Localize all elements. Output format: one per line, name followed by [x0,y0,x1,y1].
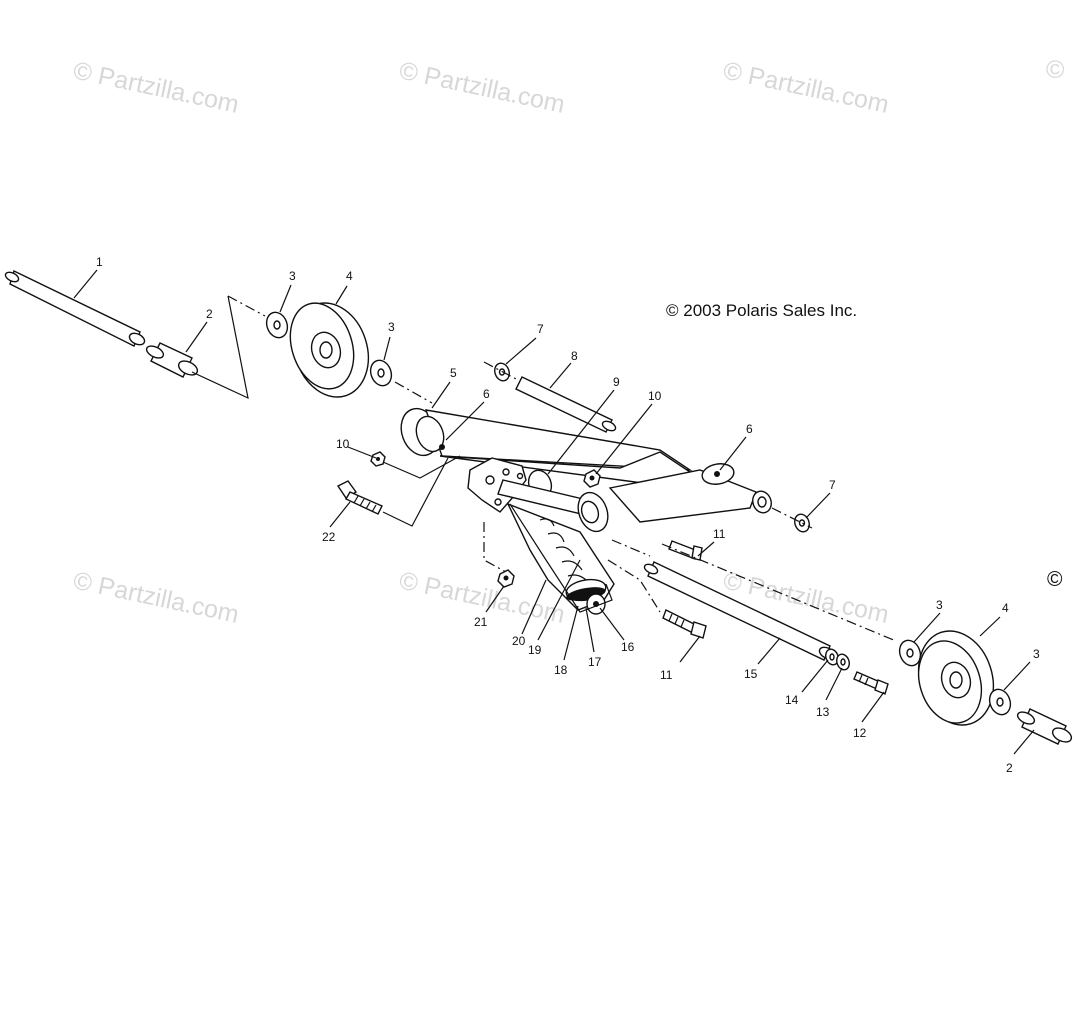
callout-label: 22 [322,530,336,544]
nut-part-10-left [370,451,386,467]
leader-lines [73,269,1035,755]
washer-part-3-lower-b [988,688,1012,716]
bracket-line [191,295,249,400]
axis-line [483,522,507,573]
callout-label: 18 [554,663,568,677]
callout-label: 17 [588,655,602,669]
callout-label: 4 [346,269,353,283]
callout-label: 6 [746,422,753,436]
watermark: © Partzilla.com [71,56,242,118]
callout-label: 10 [336,437,350,451]
callout-label: 12 [853,726,867,740]
washer-part-3-upper-a [265,311,289,339]
spacer-part-2-upper [145,342,199,378]
shock-absorber-bellows [506,502,615,615]
nut-part-10-center [583,469,601,488]
copyright-notice: © 2003 Polaris Sales Inc. [666,301,857,320]
callout-label: 2 [1006,761,1013,775]
callout-label: 8 [571,349,578,363]
leader-bracket [382,455,461,479]
axis-line [227,295,266,317]
axis-line [611,539,651,557]
axis-line [771,507,813,529]
callout-label: 4 [1002,601,1009,615]
arm-part-6-right [608,463,772,523]
callout-label: 9 [613,375,620,389]
watermark: © Partzilla.com [721,56,892,118]
leader-bracket [382,457,449,527]
callout-label: 20 [512,634,526,648]
callout-label: 7 [829,478,836,492]
callout-label: 6 [483,387,490,401]
callout-label: 5 [450,366,457,380]
corner-copyright-mark: © [1047,568,1063,591]
axis-line [483,361,519,381]
callout-label: 14 [785,693,799,707]
parts [4,270,1073,745]
callout-label: 3 [936,598,943,612]
bolt-part-22 [336,480,383,515]
axis-line [607,559,661,613]
watermark: © Partzilla.com [71,566,242,628]
lower-arm-outline [509,503,613,613]
washer-part-14 [825,648,839,666]
washer-part-7-right [794,513,810,533]
bolt-part-12 [853,671,889,695]
shaft-part-1 [4,270,146,347]
wheel-part-4-upper [289,302,370,398]
washer-part-13 [836,653,850,671]
rod-part-8 [515,376,617,433]
callout-label: 3 [388,320,395,334]
bolt-part-11-upper [668,540,703,561]
axis-line [661,543,897,642]
watermark: © Partzilla.com [397,56,568,118]
main-cross-shaft [497,479,609,533]
callout-label: 2 [206,307,213,321]
callout-label: 1 [96,255,103,269]
callout-label: 10 [648,389,662,403]
bolt-part-11-lower [662,609,707,639]
nut-part-21 [497,569,515,588]
arm-part-5 [400,407,693,485]
callout-label: 21 [474,615,488,629]
spacer-part-2-lower [1016,708,1073,745]
callout-label: 7 [537,322,544,336]
axis-line [394,381,433,404]
wheel-part-4-lower [917,630,995,726]
callout-label: 3 [1033,647,1040,661]
washer-part-3-lower-a [898,639,922,667]
callout-label: 19 [528,643,542,657]
callout-label: 13 [816,705,830,719]
callout-label: 11 [713,527,726,541]
callout-label: 3 [289,269,296,283]
callout-numbers: 1 2 3 4 3 7 8 5 6 9 10 6 10 7 22 11 21 2… [96,255,1040,775]
callout-label: 16 [621,640,635,654]
washer-part-3-upper-b [369,359,393,387]
watermark: © [1046,56,1065,84]
callout-label: 11 [660,668,673,682]
callout-label: 15 [744,667,758,681]
